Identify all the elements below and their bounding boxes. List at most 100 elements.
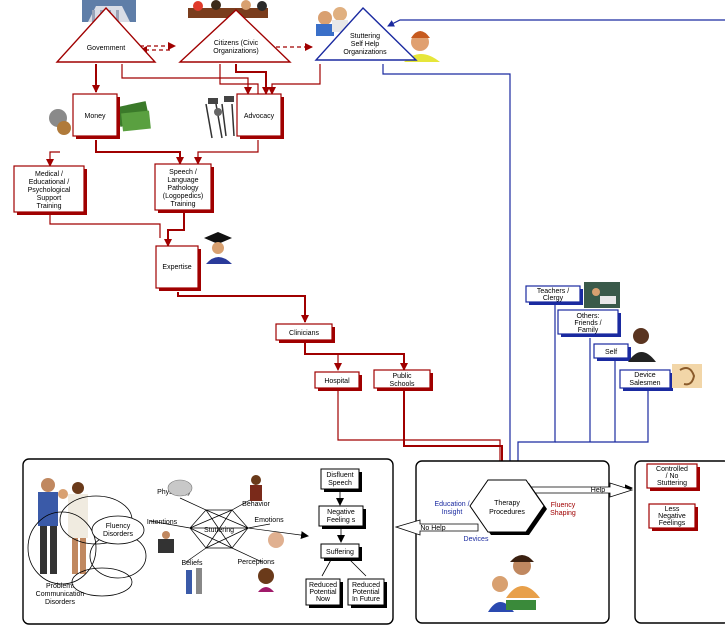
reduced-now-label-2: Potential	[309, 589, 337, 596]
disfluent-label-1: Disfluent	[326, 472, 353, 479]
fluency-label-1: Fluency	[106, 523, 131, 530]
less-negative-node[interactable]: Less Negative Feelings	[648, 503, 698, 531]
no-help-label: No Help	[420, 525, 445, 532]
problem-caption: Problem: Communication Disorders	[36, 583, 85, 606]
citizens-label-1: Citizens (Civic	[214, 40, 259, 47]
teachers-label-2: Clergy	[543, 295, 564, 302]
reduced-potential-future-node: Reduced Potential In Future	[347, 578, 387, 608]
devices-label: Devices	[464, 536, 489, 543]
others-label-1: Others:	[577, 313, 600, 320]
advocacy-protest-icon	[205, 96, 235, 139]
self-help-label-3: Organizations	[343, 49, 387, 56]
negative-label-2: Feeling s	[327, 517, 356, 524]
therapy-panel	[415, 460, 610, 624]
teachers-node[interactable]: Teachers / Clergy	[525, 285, 583, 305]
connectors	[46, 19, 725, 600]
reduced-now-label-3: Now	[316, 596, 331, 603]
problem-caption-3: Disorders	[45, 599, 75, 606]
slp-label-5: Training	[170, 201, 195, 208]
public-schools-label-1: Public	[392, 373, 412, 380]
suffering-label: Suffering	[326, 549, 354, 556]
therapy-procedures-node[interactable]: Therapy Procedures	[469, 479, 547, 535]
network-to-consequences-arrow	[247, 527, 309, 540]
fluency-label-2: Disorders	[103, 531, 133, 538]
hospital-label: Hospital	[324, 378, 350, 385]
emotions-label: Emotions	[254, 517, 284, 524]
teachers-icon	[584, 282, 620, 308]
slp-label-2: Language	[167, 177, 198, 184]
education-label-1: Education /	[434, 501, 469, 508]
help-label: Help	[591, 487, 606, 494]
medical-training-node[interactable]: Medical / Educational / Psychological Su…	[13, 165, 87, 215]
self-help-label-2: Self Help	[351, 41, 380, 48]
fluency-disorders-node: Fluency Disorders	[91, 515, 145, 545]
money-node[interactable]: Money	[72, 93, 120, 139]
stuttering-network	[149, 497, 271, 563]
reduced-future-label-3: In Future	[352, 596, 380, 603]
education-label-2: Insight	[442, 509, 463, 516]
controlled-label-2: / No	[666, 473, 679, 480]
teachers-label-1: Teachers /	[537, 288, 569, 295]
self-person-icon	[628, 328, 656, 362]
beliefs-people-icon	[186, 568, 202, 594]
device-salesmen-node[interactable]: Device Salesmen	[619, 369, 673, 391]
therapy-session-icon	[488, 555, 540, 612]
controlled-label-3: Stuttering	[657, 480, 687, 487]
controlled-node[interactable]: Controlled / No Stuttering	[646, 463, 700, 491]
graduate-icon	[204, 232, 232, 264]
medical-label-5: Training	[36, 203, 61, 210]
negative-feelings-node: Negative Feeling s	[318, 505, 366, 529]
advocacy-node[interactable]: Advocacy	[236, 93, 284, 139]
public-schools-label-2: Schools	[390, 381, 415, 388]
reduced-now-label-1: Reduced	[309, 582, 337, 589]
self-help-people-icon	[316, 7, 440, 62]
money-label: Money	[84, 113, 106, 120]
self-node[interactable]: Self	[593, 343, 631, 361]
self-label: Self	[605, 349, 617, 356]
clinicians-node[interactable]: Clinicians	[275, 323, 335, 343]
slp-training-node[interactable]: Speech / Language Pathology (Logopedics)…	[154, 163, 214, 213]
self-help-label-1: Stuttering	[350, 33, 380, 40]
money-icon	[49, 101, 151, 135]
fluency-shaping-label-2: Shaping	[550, 510, 576, 517]
beliefs-label: Beliefs	[181, 560, 203, 567]
perceptions-label: Perceptions	[238, 559, 275, 566]
slp-label-4: (Logopedics)	[163, 193, 203, 200]
family-people-icon	[38, 478, 88, 574]
others-label-3: Family	[578, 327, 599, 334]
expertise-node[interactable]: Expertise	[155, 245, 201, 291]
stuttering-label: Stuttering	[204, 527, 234, 534]
medical-label-4: Support	[37, 195, 62, 202]
outcomes-panel	[634, 460, 725, 624]
fluency-shaping-label-1: Fluency	[551, 502, 576, 509]
disfluent-label-2: Speech	[328, 480, 352, 487]
advocacy-label: Advocacy	[244, 113, 275, 120]
expertise-label: Expertise	[162, 264, 191, 271]
medical-label-1: Medical /	[35, 171, 63, 178]
therapy-label-2: Procedures	[489, 509, 525, 516]
hospital-node[interactable]: Hospital	[314, 371, 362, 391]
problem-caption-1: Problem:	[46, 583, 74, 590]
arrow-suffering-reduced	[321, 557, 367, 577]
citizens-people-icon	[188, 0, 268, 18]
self-help-node[interactable]: Stuttering Self Help Organizations	[314, 6, 418, 61]
ear-device-icon	[672, 364, 702, 388]
government-node[interactable]: Government	[55, 6, 157, 63]
reduced-future-label-1: Reduced	[352, 582, 380, 589]
intentions-label: Intentions	[147, 519, 178, 526]
others-node[interactable]: Others: Friends / Family	[557, 309, 621, 337]
slp-label-3: Pathology	[167, 185, 199, 192]
no-help-arrow: No Help	[394, 519, 479, 536]
perceptions-face-icon	[258, 568, 274, 592]
behavior-label: Behavior	[242, 501, 270, 508]
help-arrow: Help	[529, 482, 634, 498]
less-negative-label-2: Negative	[658, 513, 686, 520]
public-schools-node[interactable]: Public Schools	[373, 369, 433, 391]
less-negative-label-3: Feelings	[659, 520, 686, 527]
government-label: Government	[87, 45, 126, 52]
medical-label-2: Educational /	[29, 179, 70, 186]
citizens-node[interactable]: Citizens (Civic Organizations)	[178, 9, 292, 63]
emotions-face-icon	[268, 532, 284, 548]
therapy-label-1: Therapy	[494, 500, 520, 507]
